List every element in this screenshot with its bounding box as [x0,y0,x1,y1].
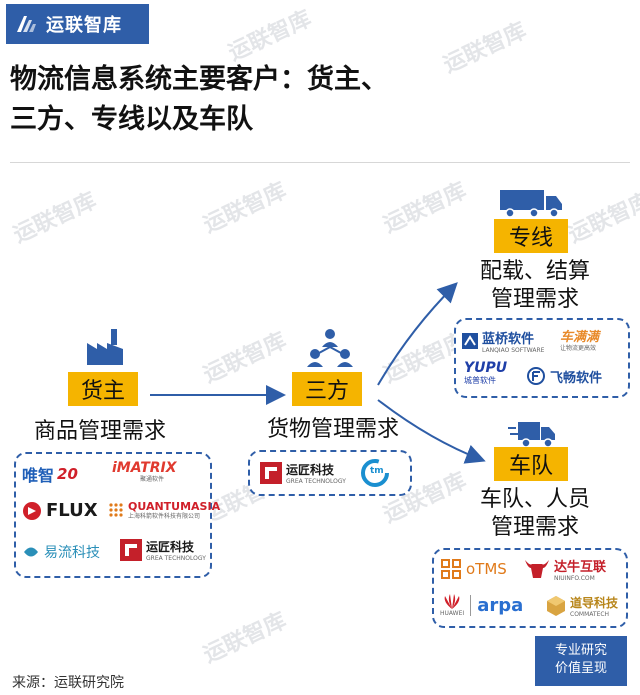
cube-icon [547,596,565,616]
vendor-logo-imatrix: iMATRIX 聚通软件 [112,460,177,483]
vendor-logo-chemanman: 车满满 让物流更高效 [560,326,599,352]
third-party-label: 货物管理需求 [266,417,399,442]
shipper-label: 商品管理需求 [33,419,166,444]
vendor-logo-text: arpa [470,595,523,616]
dot-grid-icon [109,503,123,517]
dedicated-line-label: 配载、结算 管理需求 [460,258,610,314]
vendor-logo-subtext: 让物流更高效 [560,345,597,352]
vendor-logo-subtext: GREA TECHNOLOGY [286,478,346,485]
factory-icon [87,329,123,365]
vendor-logo-subtext: COMMATECH [570,611,610,618]
source-note: 来源：运联研究院 [12,675,124,691]
third-party-logo-panel: 运匠科技 GREA TECHNOLOGY tm [248,450,412,496]
vendor-logo-text: 运匠科技 [286,463,335,477]
dedicated-line-tag: 专线 [494,219,568,253]
flux-mark-icon [23,501,41,520]
vendor-logo-daniu: 达牛互联 NIUINFO.COM [524,556,606,582]
vendor-logo-yunjiang: 运匠科技 GREA TECHNOLOGY [260,461,346,485]
vendor-logo-text: 唯智 [22,466,55,485]
vendor-logo-extra: 20 [57,465,78,483]
third-party-tag: 三方 [292,372,362,406]
brand-name: 运联智库 [46,15,122,36]
truck-icon [500,190,562,218]
vendor-logo-yupu: YUPU 城普软件 [464,360,507,385]
vendor-logo-feichang: 飞畅软件 [526,366,602,386]
huawei-petal-icon [444,594,460,609]
vendor-logo-otms: oTMS [440,558,507,580]
vendor-logo-text: 蓝桥软件 [482,332,535,347]
otms-mark-icon [441,559,461,579]
dedicated-line-label-line-1: 配载、结算 [479,259,590,284]
fleet-logo-panel: oTMS 达牛互联 NIUINFO.COM HUAWEI arpa 道导科技 C… [432,548,628,628]
vendor-logo-daodao: 道导科技 COMMATECH [546,594,618,618]
fleet-label-line-2: 管理需求 [490,515,579,540]
bull-icon [525,560,549,578]
vendor-logo-yiliu: 易流科技 [22,542,100,562]
vendor-logo-text: 道导科技 [570,596,619,610]
arrow-third-party-to-line [377,282,458,386]
title-divider [10,162,630,163]
dedicated-line-label-line-2: 管理需求 [490,287,579,312]
lanqiao-mark-icon [462,333,478,349]
fleet-tag: 车队 [494,447,568,481]
vendor-logo-text: 易流科技 [44,545,100,561]
vendor-logo-yunjiang: 运匠科技 GREA TECHNOLOGY [120,538,206,562]
vendor-logo-text: 运匠科技 [146,540,195,554]
vendor-logo-subtext: NIUINFO.COM [554,575,595,582]
brand-mark-icon [17,16,36,32]
vendor-logo-quantumasia: QUANTUMASIA 上海科箭软件科技有限公司 [108,500,220,520]
yiliu-mark-icon [24,547,38,557]
vendor-logo-subtext: 上海科箭软件科技有限公司 [128,513,201,520]
slogan-line-1: 专业研究 [554,643,607,658]
vendor-logo-subtext: GREA TECHNOLOGY [146,555,206,562]
vendor-logo-text: 车满满 [560,330,600,345]
page-title: 物流信息系统主要客户：货主、 三方、专线以及车队 [10,60,630,140]
vendor-logo-subtext: HUAWEI [440,610,465,617]
slogan-line-2: 价值呈现 [554,661,607,676]
shipper-logo-panel: 唯智 20 iMATRIX 聚通软件 FLUX QUANTUMASIA 上海科箭… [14,452,220,578]
tm-ring-icon [361,459,389,487]
vendor-logo-lanqiao: 蓝桥软件 LANQIAO SOFTWARE [462,328,544,354]
vendor-logo-subtext: LANQIAO SOFTWARE [482,347,545,354]
people-network-icon [307,329,353,367]
yunjiang-mark-icon [260,462,282,484]
shipper-tag: 货主 [68,372,138,406]
vendor-logo-text: YUPU [464,360,508,376]
vendor-logo-text: iMATRIX [112,460,177,476]
vendor-logo-tm: tm [360,458,394,488]
fleet-label-line-1: 车队、人员 [479,487,590,512]
vendor-logo-subtext: 城普软件 [464,376,496,385]
dedicated-line-logo-panel: 蓝桥软件 LANQIAO SOFTWARE 车满满 让物流更高效 YUPU 城普… [454,318,630,398]
vendor-logo-text: QUANTUMASIA [128,500,221,513]
yunjiang-mark-icon [120,539,142,561]
vendor-logo-text: 飞畅软件 [550,370,603,386]
vendor-logo-huawei-arpa: HUAWEI arpa [440,594,523,617]
vendor-logo-weizhi: 唯智 20 [22,462,78,486]
vendor-logo-flux: FLUX [22,500,98,521]
vendor-logo-text: 达牛互联 [554,560,607,575]
title-line-2: 三方、专线以及车队 [10,104,253,135]
delivery-truck-icon [508,422,555,448]
brand-logo: 运联智库 [6,4,149,44]
arrow-third-party-to-fleet [377,399,486,464]
slogan-stamp: 专业研究 价值呈现 [535,636,627,686]
vendor-logo-text: oTMS [466,560,507,578]
vendor-logo-subtext: 聚通软件 [140,476,165,483]
fleet-label: 车队、人员 管理需求 [460,486,610,542]
vendor-logo-text: tm [370,466,384,476]
feichang-mark-icon [527,367,545,385]
title-line-1: 物流信息系统主要客户：货主、 [10,64,388,95]
vendor-logo-text: FLUX [46,500,98,521]
